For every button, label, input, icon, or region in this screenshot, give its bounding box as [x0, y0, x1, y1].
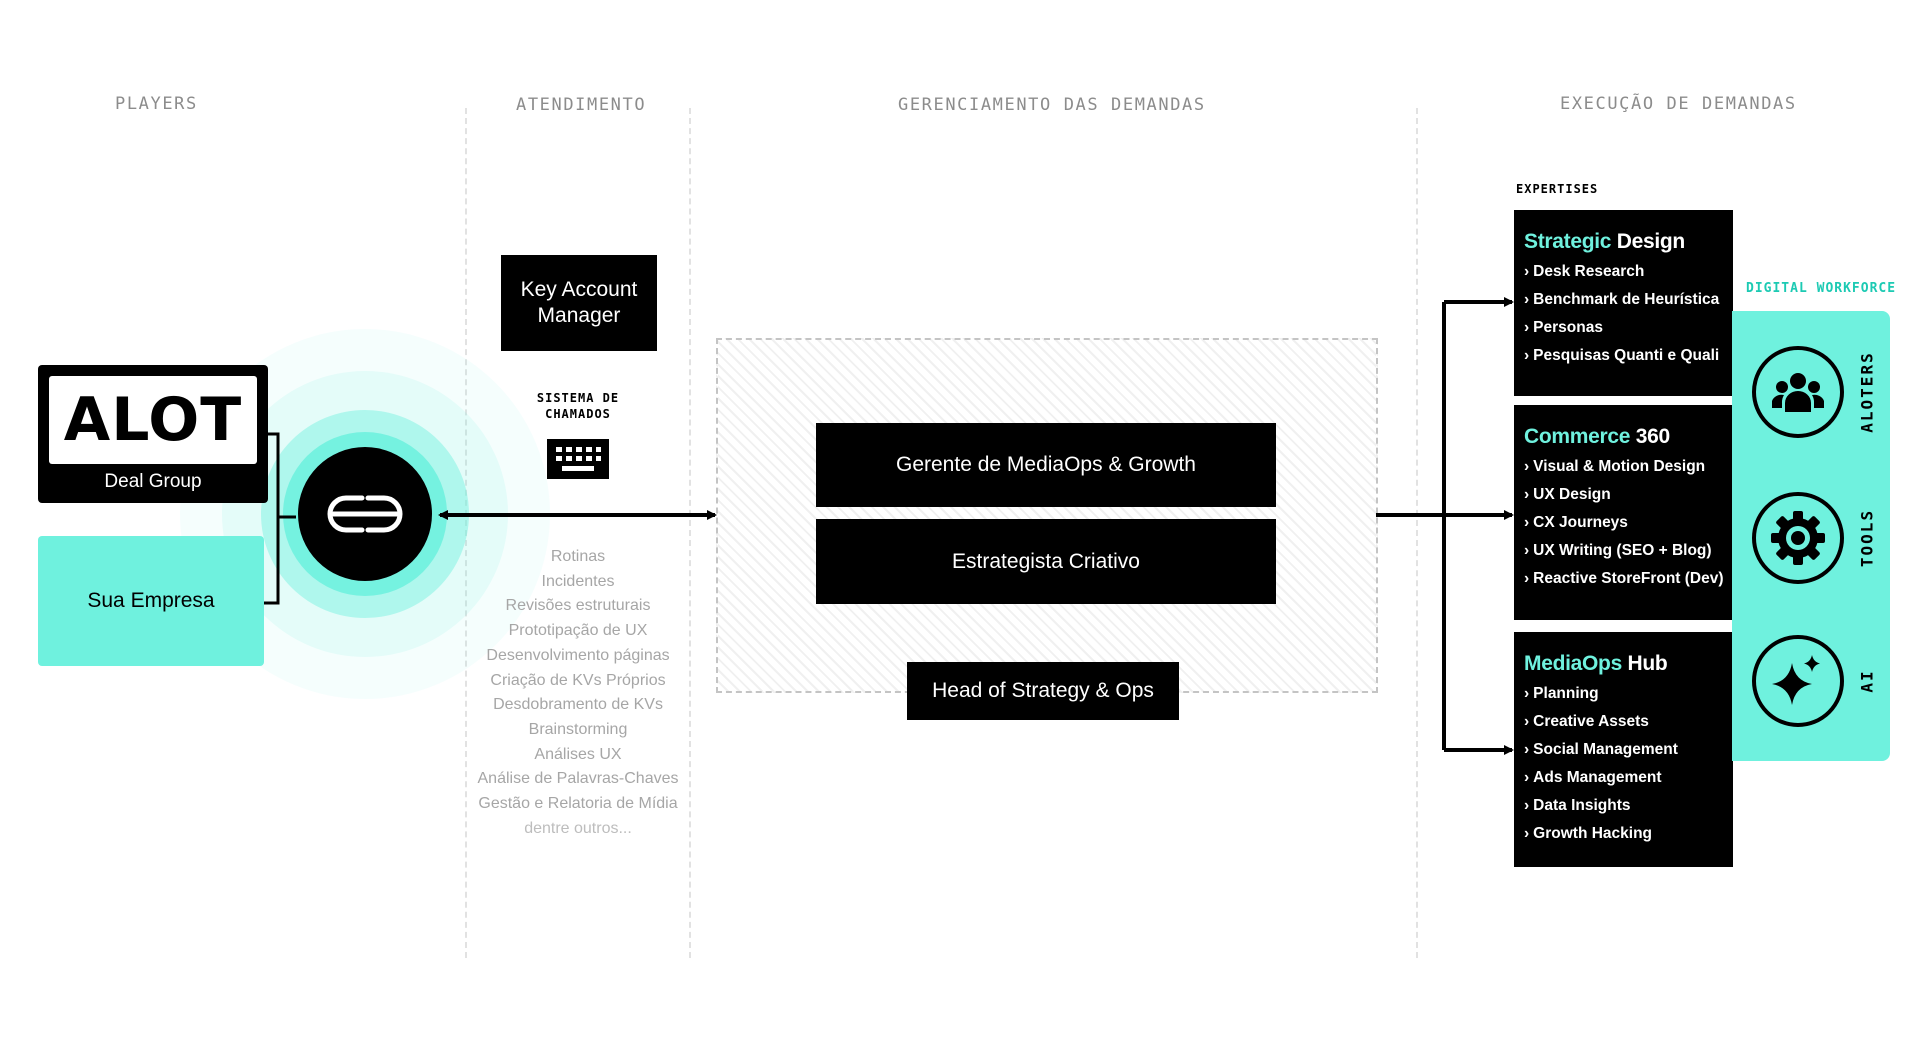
rotinas-item: Desenvolvimento páginas: [486, 646, 670, 664]
gear-icon: [1752, 492, 1844, 584]
alot-caption: Deal Group: [104, 471, 202, 492]
rotinas-item: Análise de Palavras-Chaves: [477, 770, 679, 788]
expertise-item: ›UX Design: [1524, 486, 1611, 503]
expertise-title: MediaOps Hub: [1524, 652, 1668, 675]
expertise-title: Commerce 360: [1524, 425, 1670, 448]
column-title-players: PLAYERS: [115, 94, 198, 114]
expertise-item: ›Pesquisas Quanti e Quali: [1524, 347, 1720, 364]
rotinas-item: Incidentes: [541, 572, 615, 590]
expertise-item: ›CX Journeys: [1524, 514, 1628, 531]
sua-empresa-label: Sua Empresa: [87, 589, 215, 612]
expertise-item: ›Desk Research: [1524, 263, 1645, 280]
expertise-item: ›Reactive StoreFront (Dev): [1524, 570, 1724, 587]
exec-connector: [1376, 302, 1446, 750]
rotinas-item: Gestão e Relatoria de Mídia: [478, 795, 678, 813]
alot-card: ALOT Deal Group: [38, 365, 268, 503]
expertise-item: ›Planning: [1524, 685, 1599, 702]
kam-line-1: Key Account: [520, 278, 638, 301]
rotinas-item: Brainstorming: [528, 720, 628, 738]
column-divider: [689, 108, 691, 958]
key-account-manager-box: Key Account Manager: [501, 255, 657, 351]
alot-logo-area: ALOT: [49, 376, 257, 464]
rotinas-list: Rotinas Incidentes Revisões estruturais …: [468, 545, 688, 841]
alot-logo: ALOT: [63, 385, 243, 455]
role-gerente-mediaops: Gerente de MediaOps & Growth: [816, 423, 1276, 507]
column-title-execucao: EXECUÇÃO DE DEMANDAS: [1560, 94, 1797, 114]
expertise-card-commerce: Commerce 360 ›Visual & Motion Design ›UX…: [1514, 405, 1733, 620]
rotinas-item: Desdobramento de KVs: [493, 696, 663, 714]
column-divider: [465, 108, 467, 958]
expertise-card-strategic: Strategic Design ›Desk Research ›Benchma…: [1514, 210, 1733, 396]
digital-workforce-label: DIGITAL WORKFORCE: [1746, 281, 1897, 296]
keyboard-icon: [547, 439, 609, 479]
sistema-line-1: SISTEMA DE: [536, 391, 620, 405]
people-icon: [1752, 346, 1844, 438]
expertises-label: EXPERTISES: [1516, 182, 1599, 196]
expertise-item: ›Data Insights: [1524, 797, 1631, 814]
sistema-chamados-label: SISTEMA DE CHAMADOS: [518, 390, 638, 422]
sistema-line-2: CHAMADOS: [545, 407, 611, 421]
rotinas-item: Prototipação de UX: [508, 622, 648, 640]
players-bracket: [260, 432, 296, 605]
sparkle-icon: [1752, 635, 1844, 727]
rotinas-item: Rotinas: [550, 548, 606, 565]
rotinas-item: Revisões estruturais: [505, 597, 651, 615]
expertise-item: ›UX Writing (SEO + Blog): [1524, 542, 1712, 559]
expertise-title: Strategic Design: [1524, 230, 1685, 253]
role-estrategista-criativo: Estrategista Criativo: [816, 519, 1276, 604]
rotinas-item: dentre outros...: [524, 819, 632, 837]
expertise-item: ›Benchmark de Heurística: [1524, 291, 1720, 308]
rotinas-item: Análises UX: [534, 745, 622, 763]
expertise-item: ›Creative Assets: [1524, 713, 1649, 730]
sua-empresa-card: Sua Empresa: [38, 536, 264, 666]
expertise-card-mediaops: MediaOps Hub ›Planning ›Creative Assets …: [1514, 632, 1733, 867]
expertise-item: ›Personas: [1524, 319, 1603, 336]
hub-logo-icon: [327, 495, 403, 533]
expertise-item: ›Social Management: [1524, 741, 1678, 758]
expertise-item: ›Growth Hacking: [1524, 825, 1653, 842]
rotinas-item: Criação de KVs Próprios: [490, 671, 666, 689]
column-divider: [1416, 108, 1418, 958]
column-title-gerenciamento: GERENCIAMENTO DAS DEMANDAS: [898, 95, 1206, 115]
expertise-item: ›Visual & Motion Design: [1524, 458, 1706, 475]
expertise-item: ›Ads Management: [1524, 769, 1662, 786]
kam-line-2: Manager: [537, 304, 621, 327]
column-title-atendimento: ATENDIMENTO: [516, 95, 647, 115]
role-head-strategy: Head of Strategy & Ops: [907, 662, 1179, 720]
